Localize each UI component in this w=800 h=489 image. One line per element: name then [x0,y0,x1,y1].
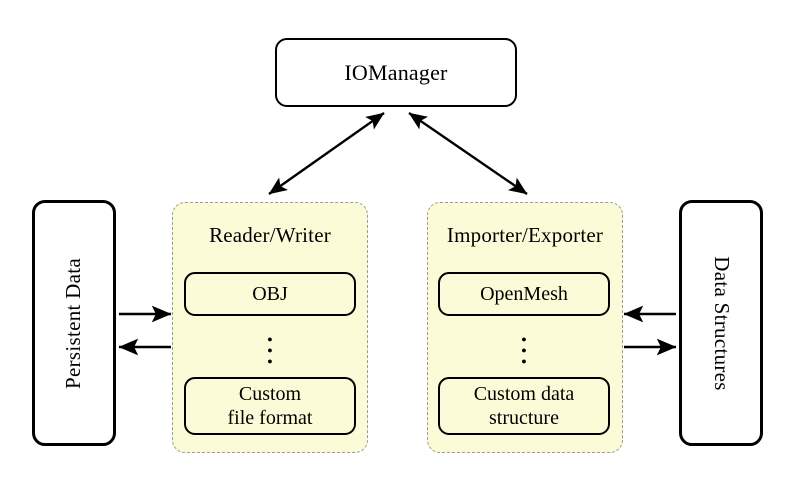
item-obj-label: OBJ [252,283,288,305]
item-custom-file-format[interactable]: Custom file format [184,377,356,435]
reader-writer-ellipsis: ●●● [267,334,273,366]
persistent-data-node[interactable]: Persistent Data [32,200,116,446]
item-custom-data-structure[interactable]: Custom data structure [438,377,610,435]
arrow-manager-reader-writer [268,112,385,195]
importer-exporter-ellipsis: ●●● [521,334,527,366]
io-manager-label: IOManager [344,59,448,85]
data-structures-node[interactable]: Data Structures [679,200,763,446]
item-openmesh-label: OpenMesh [480,283,568,305]
item-obj[interactable]: OBJ [184,272,356,316]
group-importer-exporter-title: Importer/Exporter [446,223,604,247]
group-reader-writer-title: Reader/Writer [209,223,331,247]
item-openmesh[interactable]: OpenMesh [438,272,610,316]
item-custom-file-format-label: Custom file format [227,383,313,429]
persistent-data-label: Persistent Data [61,257,86,389]
data-structures-label: Data Structures [709,255,734,391]
item-custom-data-structure-label: Custom data structure [473,383,575,429]
io-manager-node[interactable]: IOManager [275,38,517,107]
arrow-manager-importer-exporter [408,112,528,195]
